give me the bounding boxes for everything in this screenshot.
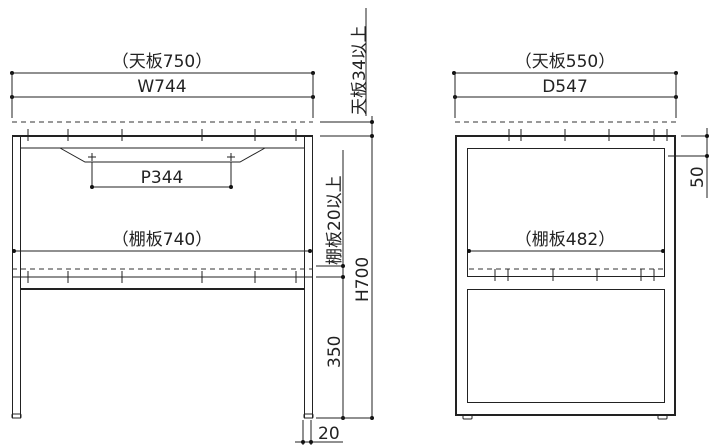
width-label: W744 [137, 77, 186, 97]
shelf-width-label: （棚板740） [112, 230, 212, 250]
depth-label: D547 [542, 77, 588, 97]
cable-cutout: P344 [59, 147, 266, 189]
top-clearance-label: 天板34以上 [350, 25, 370, 115]
shelf: （棚板740） [12, 230, 313, 283]
height-dimensions: 天板34以上 H700 棚板20以上 350 [316, 8, 374, 420]
top-board-depth-dimension: （天板550） [452, 52, 678, 75]
top-board-width-dimension: （天板750） [10, 52, 315, 75]
side-view: （天板550） D547 （棚板482） [452, 52, 709, 420]
width-dimension: W744 [10, 77, 315, 99]
front-view: （天板750） W744 [10, 8, 374, 445]
shelf-clearance-label: 棚板20以上 [325, 175, 345, 265]
leg-width-dimension: 20 [295, 420, 343, 445]
apron-height-dimension: 50 [668, 128, 709, 198]
apron-height-label: 50 [688, 166, 708, 188]
shelf-height-label: 350 [325, 336, 345, 368]
shelf-depth-label: （棚板482） [515, 230, 615, 250]
top-board [11, 73, 314, 141]
depth-dimension: D547 [453, 77, 678, 99]
top-board-width-label: （天板750） [112, 52, 212, 72]
side-shelf: （棚板482） [467, 230, 665, 281]
top-board-depth-label: （天板550） [515, 52, 615, 72]
height-label: H700 [353, 257, 373, 302]
side-frame [455, 135, 676, 420]
leg-width-label: 20 [318, 424, 340, 444]
wire-pitch-label: P344 [141, 168, 184, 188]
